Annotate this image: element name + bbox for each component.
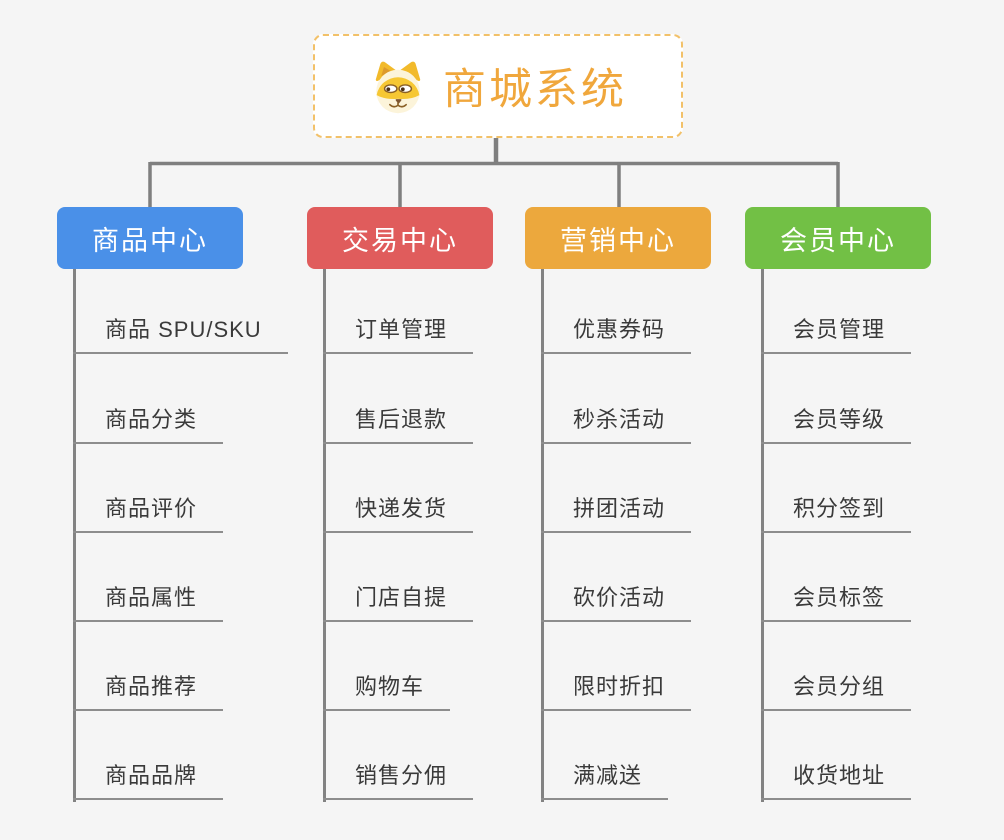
child-topic[interactable]: 限时折扣 <box>541 672 692 711</box>
branch-header-trade[interactable]: 交易中心 <box>307 207 493 269</box>
branch-trunk-line <box>761 269 764 802</box>
child-topic[interactable]: 会员等级 <box>761 405 912 444</box>
child-topic[interactable]: 商品属性 <box>73 583 224 622</box>
child-topic[interactable]: 会员分组 <box>761 672 912 711</box>
child-topic[interactable]: 拼团活动 <box>541 494 692 533</box>
child-topic[interactable]: 优惠券码 <box>541 315 692 354</box>
branch-column-marketing: 营销中心 优惠券码 秒杀活动 拼团活动 砍价活动 限时折扣 满减送 <box>525 0 775 840</box>
child-topic[interactable]: 商品 SPU/SKU <box>73 315 288 354</box>
child-topic[interactable]: 商品分类 <box>73 405 224 444</box>
child-topic[interactable]: 购物车 <box>323 672 451 711</box>
branch-trunk-line <box>323 269 326 802</box>
child-topic[interactable]: 门店自提 <box>323 583 474 622</box>
branch-header-member[interactable]: 会员中心 <box>745 207 931 269</box>
dog-face-icon <box>369 58 427 114</box>
branch-header-marketing[interactable]: 营销中心 <box>525 207 711 269</box>
child-topic[interactable]: 订单管理 <box>323 315 474 354</box>
child-topic[interactable]: 收货地址 <box>761 761 912 800</box>
child-topic[interactable]: 会员标签 <box>761 583 912 622</box>
child-topic[interactable]: 快递发货 <box>323 494 474 533</box>
branch-header-product[interactable]: 商品中心 <box>57 207 243 269</box>
child-topic[interactable]: 秒杀活动 <box>541 405 692 444</box>
branch-column-member: 会员中心 会员管理 会员等级 积分签到 会员标签 会员分组 收货地址 <box>745 0 995 840</box>
root-title: 商城系统 <box>443 66 627 114</box>
child-topic[interactable]: 商品品牌 <box>73 761 224 800</box>
branch-trunk-line <box>73 269 76 802</box>
root-node[interactable]: 商城系统 <box>313 34 683 138</box>
child-topic[interactable]: 满减送 <box>541 761 669 800</box>
branch-column-trade: 交易中心 订单管理 售后退款 快递发货 门店自提 购物车 销售分佣 <box>307 0 557 840</box>
child-topic[interactable]: 售后退款 <box>323 405 474 444</box>
child-topic[interactable]: 会员管理 <box>761 315 912 354</box>
child-topic[interactable]: 商品评价 <box>73 494 224 533</box>
branch-column-product: 商品中心 商品 SPU/SKU 商品分类 商品评价 商品属性 商品推荐 商品品牌 <box>57 0 307 840</box>
branch-trunk-line <box>541 269 544 802</box>
child-topic[interactable]: 销售分佣 <box>323 761 474 800</box>
child-topic[interactable]: 积分签到 <box>761 494 912 533</box>
child-topic[interactable]: 砍价活动 <box>541 583 692 622</box>
child-topic[interactable]: 商品推荐 <box>73 672 224 711</box>
